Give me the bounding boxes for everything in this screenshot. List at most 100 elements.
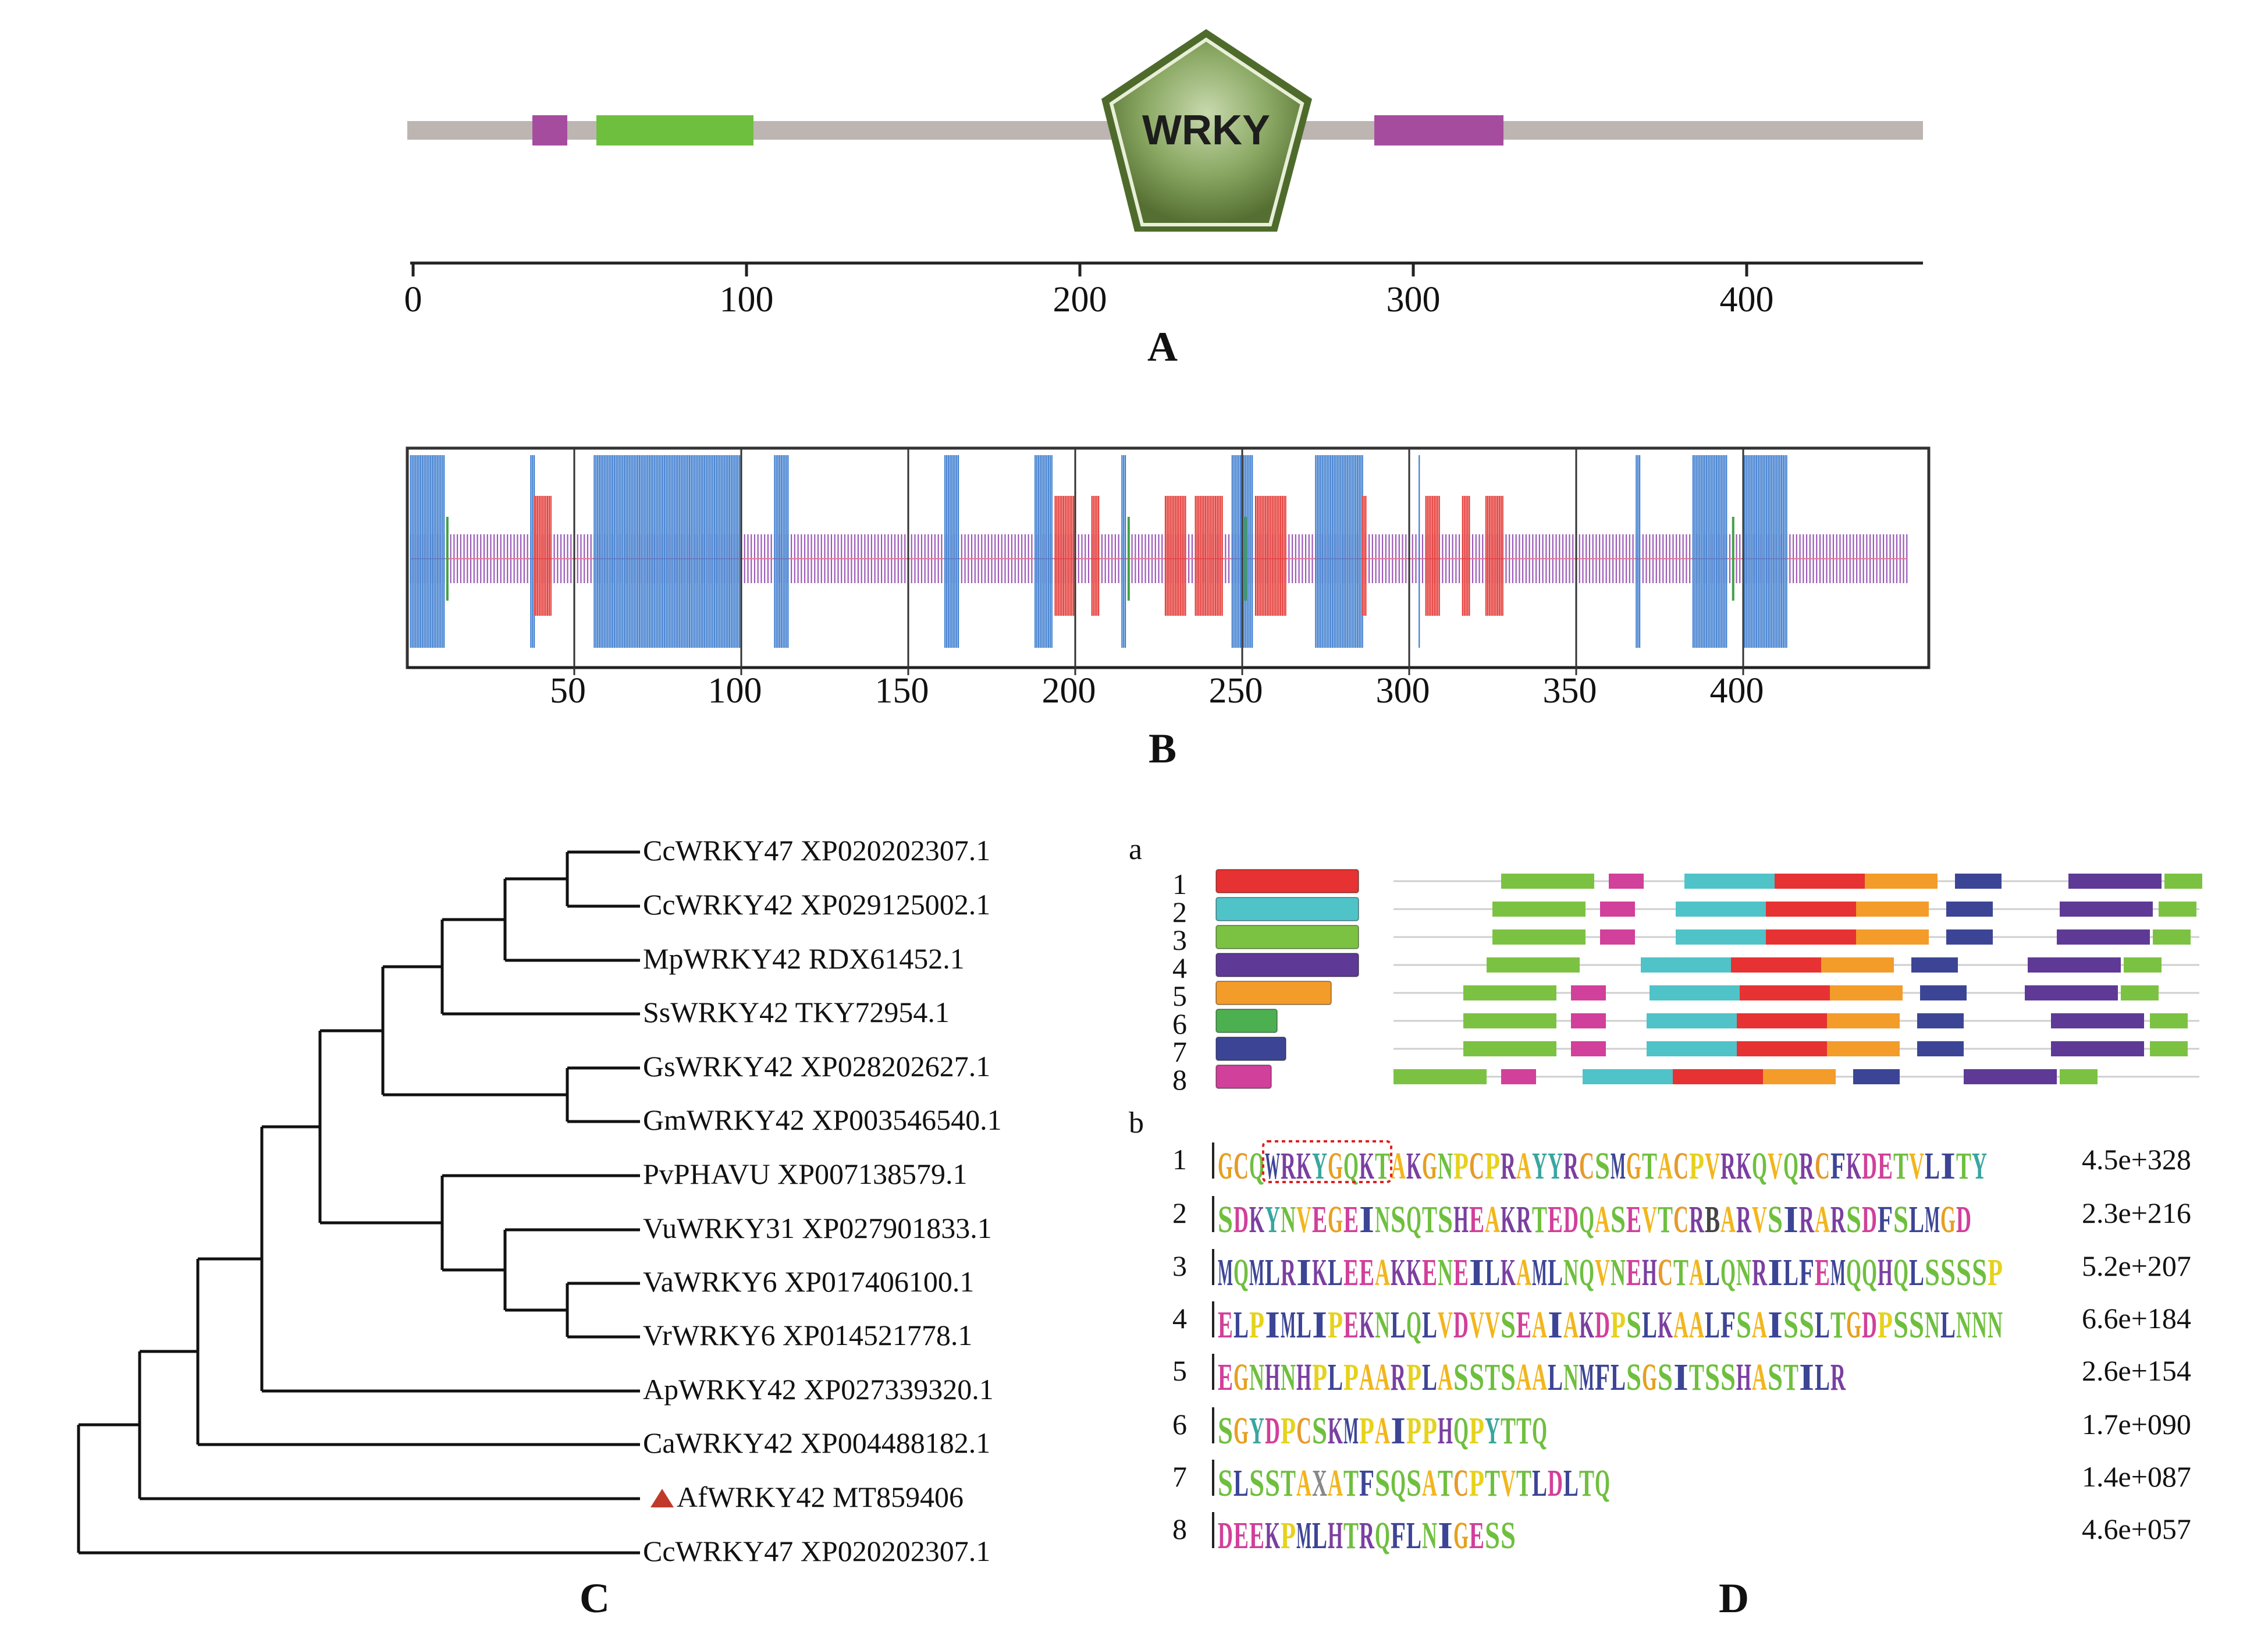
motif-logo-letter: A xyxy=(1658,1145,1673,1186)
motif-logo-letter: L xyxy=(1611,1356,1626,1397)
panel-a-tick-300: 300 xyxy=(1386,280,1441,320)
motif-logo-letter: T xyxy=(1501,1410,1516,1450)
motif-logo-letter: R xyxy=(1720,1145,1736,1186)
motif-logo-letter: L xyxy=(1815,1356,1830,1397)
motif-logo-letter: D xyxy=(1862,1198,1877,1239)
motif-logo-letter: V xyxy=(1595,1251,1610,1292)
motif-logo-letter: I xyxy=(1438,1514,1453,1555)
tree-leaf-label: SsWRKY42 TKY72954.1 xyxy=(643,996,950,1028)
motif-logo-letter: R xyxy=(1830,1356,1846,1397)
motif-logo-letter: L xyxy=(1406,1514,1421,1555)
motif-logo-letter: N xyxy=(1563,1356,1579,1397)
motif-block xyxy=(1865,874,1938,889)
motif-logo-letter: E xyxy=(1469,1198,1484,1239)
motif-logo-letter: A xyxy=(1375,1356,1390,1397)
tree-leaf-label: ApWRKY42 XP027339320.1 xyxy=(643,1373,994,1406)
motif-logo-letter: S xyxy=(1501,1514,1516,1555)
motif-logo-letter: I xyxy=(1312,1304,1327,1344)
motif-logo-letter: L xyxy=(1485,1251,1500,1292)
motif-block xyxy=(1830,985,1903,1000)
motif-logo-letter: P xyxy=(1406,1410,1421,1450)
motif-logo-letter: S xyxy=(1501,1356,1516,1397)
motif-logo-letter: C xyxy=(1673,1145,1688,1186)
motif-logo-letter: Y xyxy=(1485,1410,1500,1450)
motif-logo-letter: T xyxy=(1516,1462,1531,1503)
motif-logo-letter: K xyxy=(1406,1251,1421,1292)
motif-logo-letter: D xyxy=(1563,1198,1579,1239)
motif-logo-letter: Q xyxy=(1375,1514,1390,1555)
motif-block xyxy=(1827,1041,1900,1056)
motif-logo-letter: R xyxy=(1281,1145,1296,1186)
motif-logo-letter: V xyxy=(1642,1198,1657,1239)
motif-logo-letter: R xyxy=(1736,1198,1752,1239)
motif-logo-letter: S xyxy=(1705,1356,1720,1397)
tree-branches xyxy=(77,850,640,1555)
motif-logo-letter: Q xyxy=(1391,1462,1406,1503)
motif-logo-letter: T xyxy=(1893,1145,1908,1186)
motif-logo-letter: N xyxy=(1375,1304,1390,1344)
motif-logo-letter: A xyxy=(1328,1462,1343,1503)
motif-logo-letter: F xyxy=(1830,1145,1846,1186)
motif-logo-letter: N xyxy=(1249,1356,1264,1397)
panel-b-tick-50: 50 xyxy=(550,671,586,711)
motif-logo-letter: S xyxy=(1846,1198,1861,1239)
motif-logo-letter: P xyxy=(1469,1410,1484,1450)
motif-logo-letter: A xyxy=(1752,1356,1767,1397)
motif-logo-letter: S xyxy=(1485,1514,1500,1555)
motif-logo-letter: P xyxy=(1328,1304,1343,1344)
motif-logo-letter: R xyxy=(1359,1514,1375,1555)
motif-logo-letter: M xyxy=(1218,1251,1233,1292)
motif-logo-letter: A xyxy=(1595,1198,1610,1239)
motif-logo-letter: E xyxy=(1469,1514,1484,1555)
panel-a-tick-100: 100 xyxy=(719,280,774,320)
motif-block xyxy=(2060,902,2153,917)
motif-logo-letter: L xyxy=(1815,1304,1830,1344)
motif-logo-letter: S xyxy=(1956,1251,1971,1292)
motif-logo-letter: Q xyxy=(1752,1145,1767,1186)
motif-logo-letter: S xyxy=(1249,1462,1264,1503)
motif-logo-letter: D xyxy=(1862,1304,1877,1344)
motif-logo-letter: S xyxy=(1909,1304,1924,1344)
motif-logo-letter: S xyxy=(1768,1356,1783,1397)
motif-logo-letter: C xyxy=(1579,1145,1594,1186)
motif-logo-letter: A xyxy=(1391,1145,1406,1186)
motif-logo-letter: D xyxy=(1218,1514,1233,1555)
panel-b-secondary-structure-plot xyxy=(406,446,1931,675)
motif-logo-letter: E xyxy=(1626,1251,1641,1292)
motif-logo-letter: L xyxy=(1328,1356,1343,1397)
motif-logo-letter: K xyxy=(1391,1251,1406,1292)
motif-logo-letter: E xyxy=(1343,1198,1359,1239)
panel-b-tick-150: 150 xyxy=(875,671,929,711)
motif-legend-swatch xyxy=(1215,869,1359,893)
motif-evalue: 4.6e+057 xyxy=(2082,1513,2191,1545)
motif-block xyxy=(2121,985,2159,1000)
motif-logo-letter: Q xyxy=(1406,1304,1421,1344)
motif-logo-number: 7 xyxy=(1172,1460,1187,1493)
motif-logo-letter: L xyxy=(1312,1514,1327,1555)
motif-logo-letter: A xyxy=(1516,1145,1531,1186)
motif-legend-swatch xyxy=(1215,981,1332,1005)
motif-logo-letter: V xyxy=(1501,1462,1516,1503)
motif-logo-letter: P xyxy=(1406,1356,1421,1397)
motif-logo-letter: M xyxy=(1343,1410,1359,1450)
motif-block xyxy=(1856,902,1929,917)
motif-logo-letter: K xyxy=(1658,1304,1673,1344)
motif-block xyxy=(1673,1069,1763,1084)
panel-d-sub-a: a xyxy=(1129,833,1143,866)
motif-block xyxy=(1853,1069,1900,1084)
motif-block xyxy=(1492,929,1586,945)
motif-block xyxy=(2051,1041,2144,1056)
motif-logo-letter: C xyxy=(1453,1462,1469,1503)
motif-logo-letter: S xyxy=(1469,1356,1484,1397)
motif-logo-letter: H xyxy=(1736,1356,1751,1397)
motif-logo-axis xyxy=(1212,1407,1214,1443)
motif-evalue: 6.6e+184 xyxy=(2082,1302,2191,1335)
motif-logo-letter: S xyxy=(1218,1462,1233,1503)
motif-logo-letter: K xyxy=(1359,1145,1374,1186)
motif-logo-letter: P xyxy=(1453,1145,1469,1186)
motif-logo-letter: I xyxy=(1783,1198,1798,1239)
motif-block xyxy=(1641,957,1731,973)
motif-logo-axis xyxy=(1212,1301,1214,1337)
motif-logo-letter: R xyxy=(1752,1251,1768,1292)
